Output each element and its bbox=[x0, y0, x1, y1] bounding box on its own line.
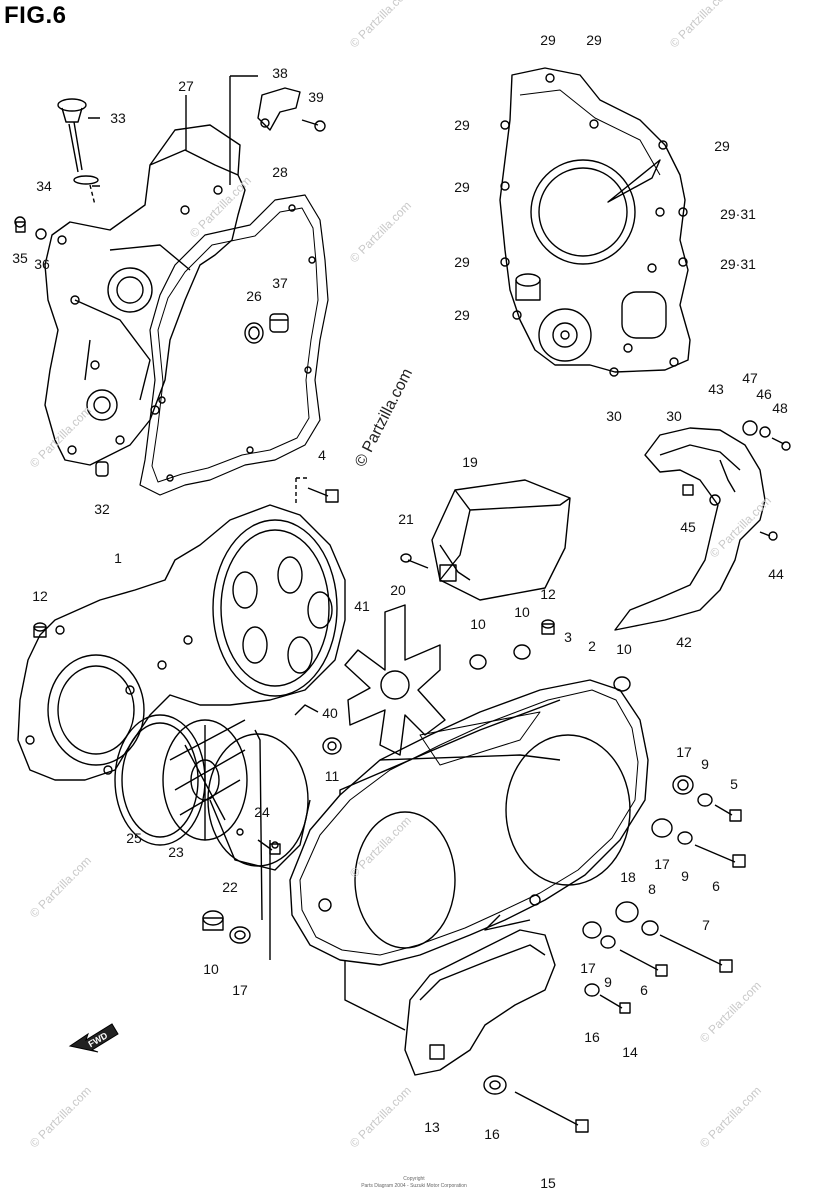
callout-19: 19 bbox=[462, 454, 478, 470]
callout-3: 3 bbox=[564, 629, 572, 645]
callout-36: 36 bbox=[34, 256, 50, 272]
callout-27: 27 bbox=[178, 78, 194, 94]
callout-26: 26 bbox=[246, 288, 262, 304]
callout-10: 10 bbox=[203, 961, 219, 977]
callout-30: 30 bbox=[606, 408, 622, 424]
callout-29-31: 29·31 bbox=[720, 206, 756, 222]
callout-29: 29 bbox=[540, 32, 556, 48]
callout-35: 35 bbox=[12, 250, 28, 266]
crankcase-part bbox=[44, 124, 246, 466]
callout-1: 1 bbox=[114, 550, 122, 566]
callout-47: 47 bbox=[742, 370, 758, 386]
footer-text: Parts Diagram 2004 - Suzuki Motor Corpor… bbox=[361, 1183, 467, 1189]
callout-37: 37 bbox=[272, 275, 288, 291]
callout-29-31: 29·31 bbox=[720, 256, 756, 272]
footer-copyright: Copyright bbox=[403, 1176, 425, 1182]
callout-44: 44 bbox=[768, 566, 784, 582]
callout-32: 32 bbox=[94, 501, 110, 517]
callout-29: 29 bbox=[454, 254, 470, 270]
callout-17: 17 bbox=[232, 982, 248, 998]
callout-29: 29 bbox=[586, 32, 602, 48]
callout-12: 12 bbox=[540, 586, 556, 602]
forward-arrow: FWD bbox=[68, 1023, 119, 1053]
callout-2: 2 bbox=[588, 638, 596, 654]
callout-34: 34 bbox=[36, 178, 52, 194]
clutch-cover-main bbox=[289, 679, 649, 966]
callout-6: 6 bbox=[640, 982, 648, 998]
clutch-cover-outer bbox=[17, 504, 346, 781]
generator-cover bbox=[499, 67, 691, 377]
callout-23: 23 bbox=[168, 844, 184, 860]
callout-45: 45 bbox=[680, 519, 696, 535]
callout-7: 7 bbox=[702, 917, 710, 933]
callout-22: 22 bbox=[222, 879, 238, 895]
callout-29: 29 bbox=[454, 307, 470, 323]
callout-33: 33 bbox=[110, 110, 126, 126]
callout-28: 28 bbox=[272, 164, 288, 180]
callout-4: 4 bbox=[318, 447, 326, 463]
callout-43: 43 bbox=[708, 381, 724, 397]
callout-48: 48 bbox=[772, 400, 788, 416]
lower-cover bbox=[404, 929, 556, 1076]
figure-title: FIG.6 bbox=[4, 2, 67, 29]
callout-8: 8 bbox=[648, 881, 656, 897]
callout-29: 29 bbox=[714, 138, 730, 154]
callout-18: 18 bbox=[620, 869, 636, 885]
callout-11: 11 bbox=[324, 768, 340, 784]
air-cleaner-box bbox=[431, 479, 571, 601]
gasket bbox=[139, 194, 329, 496]
callout-17: 17 bbox=[676, 744, 692, 760]
callout-29: 29 bbox=[454, 117, 470, 133]
callout-29: 29 bbox=[454, 179, 470, 195]
callout-12: 12 bbox=[32, 588, 48, 604]
callout-42: 42 bbox=[676, 634, 692, 650]
callout-9: 9 bbox=[681, 868, 689, 884]
callout-13: 13 bbox=[424, 1119, 440, 1135]
cooling-fan bbox=[344, 604, 446, 756]
callout-6: 6 bbox=[712, 878, 720, 894]
callout-39: 39 bbox=[308, 89, 324, 105]
guard-plate bbox=[614, 427, 766, 631]
callout-10: 10 bbox=[514, 604, 530, 620]
callout-21: 21 bbox=[398, 511, 414, 527]
callout-41: 41 bbox=[354, 598, 370, 614]
callout-30: 30 bbox=[666, 408, 682, 424]
callout-46: 46 bbox=[756, 386, 772, 402]
air-duct bbox=[207, 733, 311, 871]
callout-17: 17 bbox=[580, 960, 596, 976]
callout-24: 24 bbox=[254, 804, 270, 820]
callout-20: 20 bbox=[390, 582, 406, 598]
callout-9: 9 bbox=[701, 756, 709, 772]
callout-25: 25 bbox=[126, 830, 142, 846]
callout-10: 10 bbox=[616, 641, 632, 657]
callout-9: 9 bbox=[604, 974, 612, 990]
callout-5: 5 bbox=[730, 776, 738, 792]
callout-17: 17 bbox=[654, 856, 670, 872]
oil-filler-plug bbox=[57, 98, 99, 206]
callout-40: 40 bbox=[322, 705, 338, 721]
callout-16: 16 bbox=[484, 1126, 500, 1142]
louver bbox=[162, 719, 248, 841]
callout-10: 10 bbox=[470, 616, 486, 632]
callout-15: 15 bbox=[540, 1175, 556, 1191]
callout-14: 14 bbox=[622, 1044, 638, 1060]
callout-38: 38 bbox=[272, 65, 288, 81]
callout-16: 16 bbox=[584, 1029, 600, 1045]
